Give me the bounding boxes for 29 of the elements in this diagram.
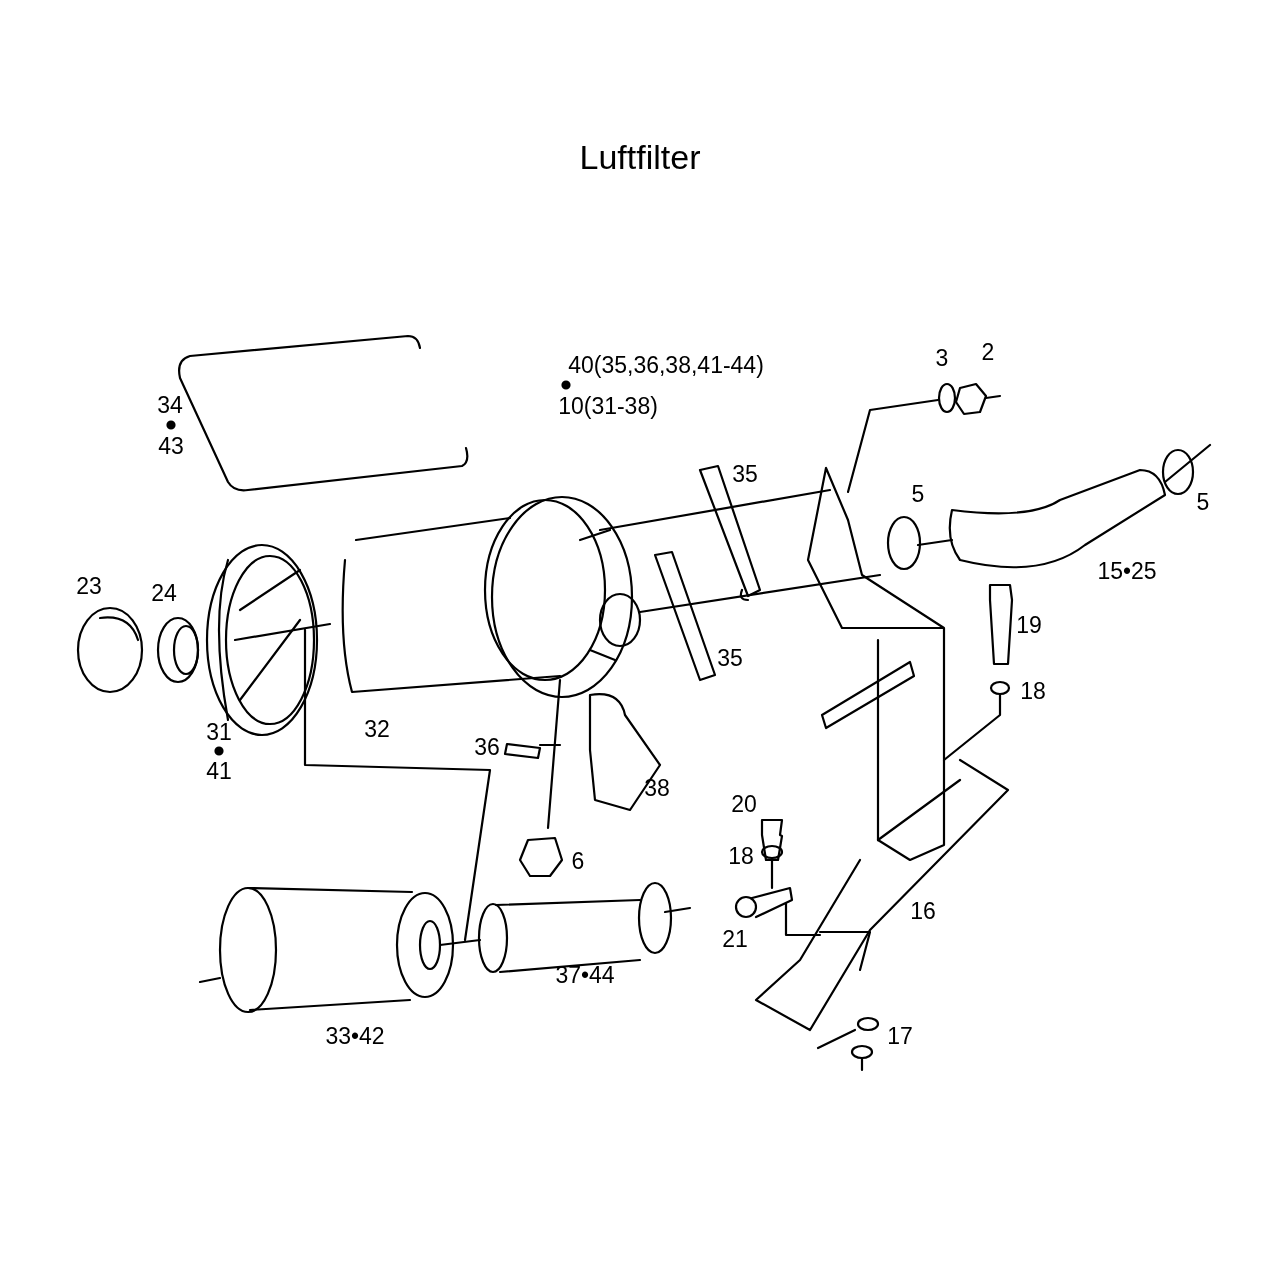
diagram-title: Luftfilter [578, 138, 702, 177]
callout-number: 18 [1020, 679, 1046, 703]
callout-number: 21 [722, 927, 748, 951]
callout-number: 20 [731, 792, 757, 816]
callout-number: 5 [1196, 490, 1210, 514]
callout-number: 10(31-38) [558, 394, 658, 418]
callout-number: 15•25 [1097, 559, 1157, 583]
callout-number: 38 [644, 776, 670, 800]
callout-number: 24 [151, 581, 177, 605]
callout-number: 40(35,36,38,41-44) [568, 353, 764, 377]
callout-number: 3 [935, 346, 949, 370]
callout-number: 35 [717, 646, 743, 670]
callout-number: 35 [732, 462, 758, 486]
callout-number: 31 [206, 720, 232, 744]
callout-number: 34 [157, 393, 183, 417]
callout-number: 32 [364, 717, 390, 741]
callout-number: 17 [887, 1024, 913, 1048]
callout-number: 43 [158, 434, 184, 458]
callout-number: 23 [76, 574, 102, 598]
callout-number: 37•44 [555, 963, 615, 987]
callout-number: 33•42 [325, 1024, 385, 1048]
callout-number: 2 [981, 340, 995, 364]
callout-number: 6 [571, 849, 585, 873]
callout-number: 36 [474, 735, 500, 759]
callout-number: 19 [1016, 613, 1042, 637]
callout-number: 18 [728, 844, 754, 868]
callout-number: 41 [206, 759, 232, 783]
callout-number: 16 [910, 899, 936, 923]
callout-number: 5 [911, 482, 925, 506]
